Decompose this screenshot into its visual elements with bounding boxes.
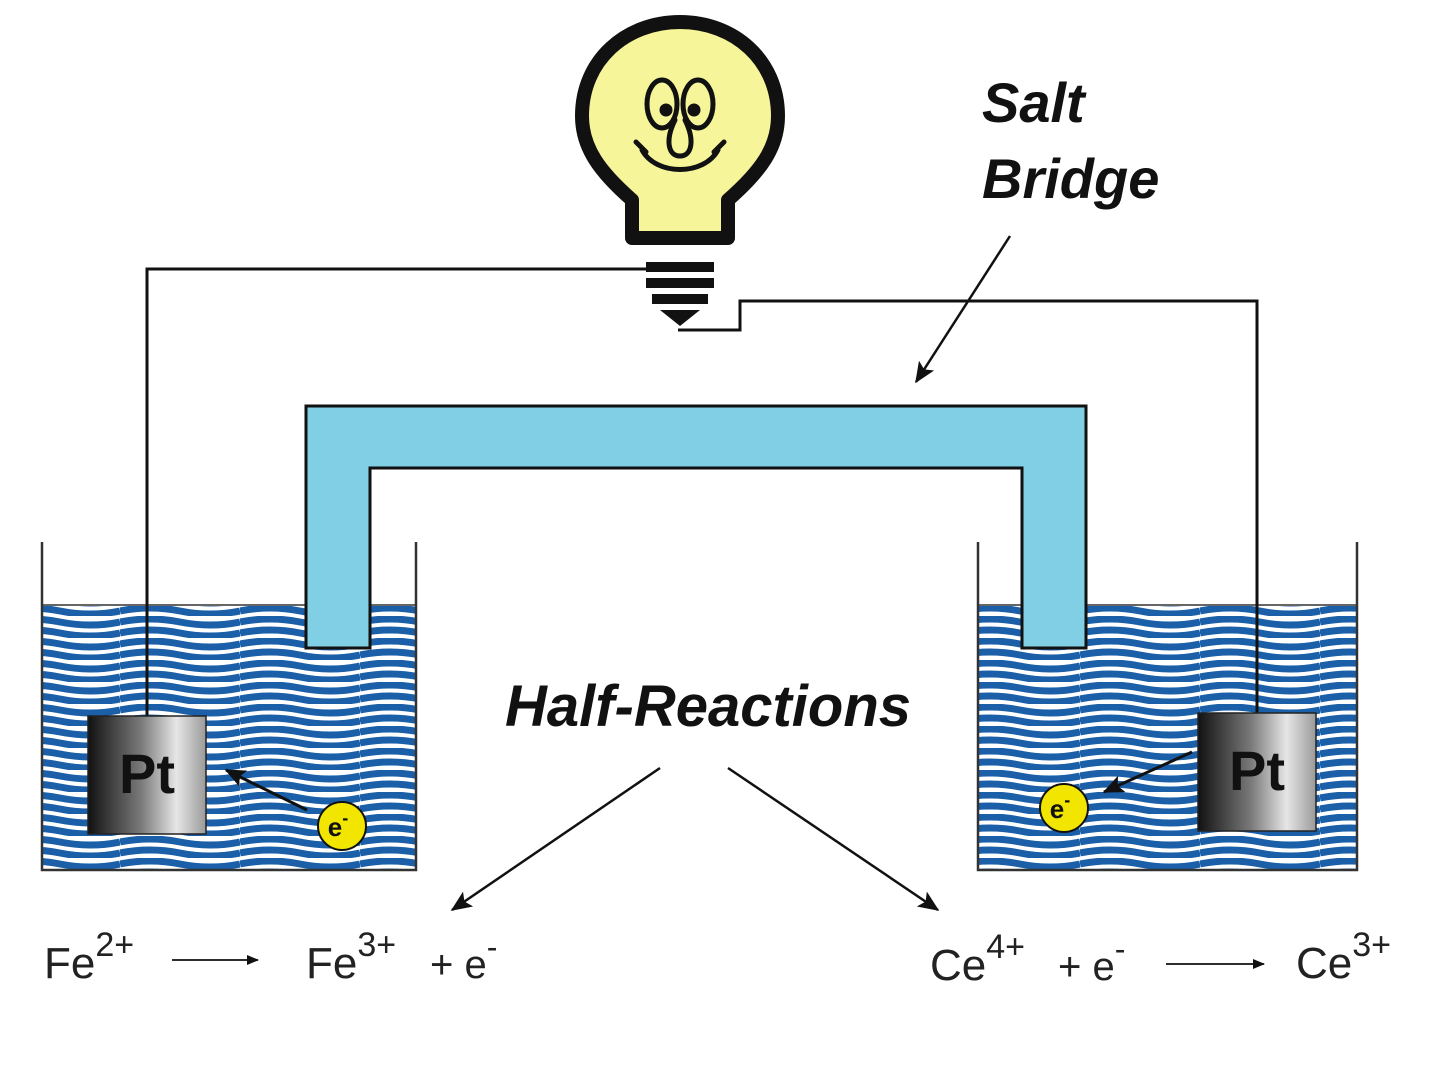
salt-bridge-pointer — [914, 235, 1012, 384]
right-electrode-label: Pt — [1229, 739, 1285, 802]
right-plus-electron: + e — [1058, 945, 1115, 989]
right-electron-icon: e- — [1039, 750, 1193, 833]
fe2-charge: 2+ — [95, 926, 134, 964]
left-electron-symbol: e — [328, 812, 342, 842]
fe2-symbol: Fe — [44, 939, 95, 988]
left-plus-electron: + e — [430, 943, 487, 987]
ce3-symbol: Ce — [1296, 939, 1352, 988]
ce3-charge: 3+ — [1352, 926, 1391, 964]
svg-text:Fe3+: Fe3+ — [306, 926, 396, 988]
left-electron-charge: - — [342, 808, 348, 828]
salt-bridge — [304, 404, 1088, 650]
half-reaction-pointer-right — [727, 766, 940, 912]
left-electrode-label: Pt — [119, 742, 175, 805]
fe3-symbol: Fe — [306, 939, 357, 988]
right-electron-charge: - — [1064, 790, 1070, 810]
left-half-reaction: Fe2+ Fe3+ + e- — [44, 926, 497, 988]
svg-text:Ce4+: Ce4+ — [930, 928, 1025, 990]
left-electron-charge-eq: - — [487, 929, 498, 965]
fe3-charge: 3+ — [357, 926, 396, 964]
half-reactions-label: Half-Reactions — [505, 674, 911, 739]
right-pt-electrode: Pt — [1197, 712, 1317, 832]
right-wire — [678, 299, 1259, 713]
left-wire — [145, 267, 712, 716]
right-electron-symbol: e — [1050, 794, 1064, 824]
svg-text:Fe2+: Fe2+ — [44, 926, 134, 988]
left-pt-electrode: Pt — [87, 715, 207, 835]
right-electron-charge-eq: - — [1115, 931, 1126, 967]
ce4-symbol: Ce — [930, 941, 986, 990]
svg-text:e-: e- — [328, 808, 348, 842]
bulb-face — [633, 77, 727, 172]
light-bulb-icon — [575, 15, 785, 326]
right-half-reaction: Ce4+ + e- Ce3+ — [930, 926, 1391, 990]
left-electron-icon: e- — [224, 768, 367, 851]
salt-bridge-label-line2: Bridge — [982, 147, 1159, 210]
half-reaction-pointer-left — [450, 766, 661, 912]
svg-text:e-: e- — [1050, 790, 1070, 824]
ce4-charge: 4+ — [986, 928, 1025, 966]
svg-text:+ e-: + e- — [1058, 931, 1125, 989]
salt-bridge-label-line1: Salt — [982, 71, 1087, 134]
svg-text:+ e-: + e- — [430, 929, 497, 987]
svg-text:Ce3+: Ce3+ — [1296, 926, 1391, 988]
